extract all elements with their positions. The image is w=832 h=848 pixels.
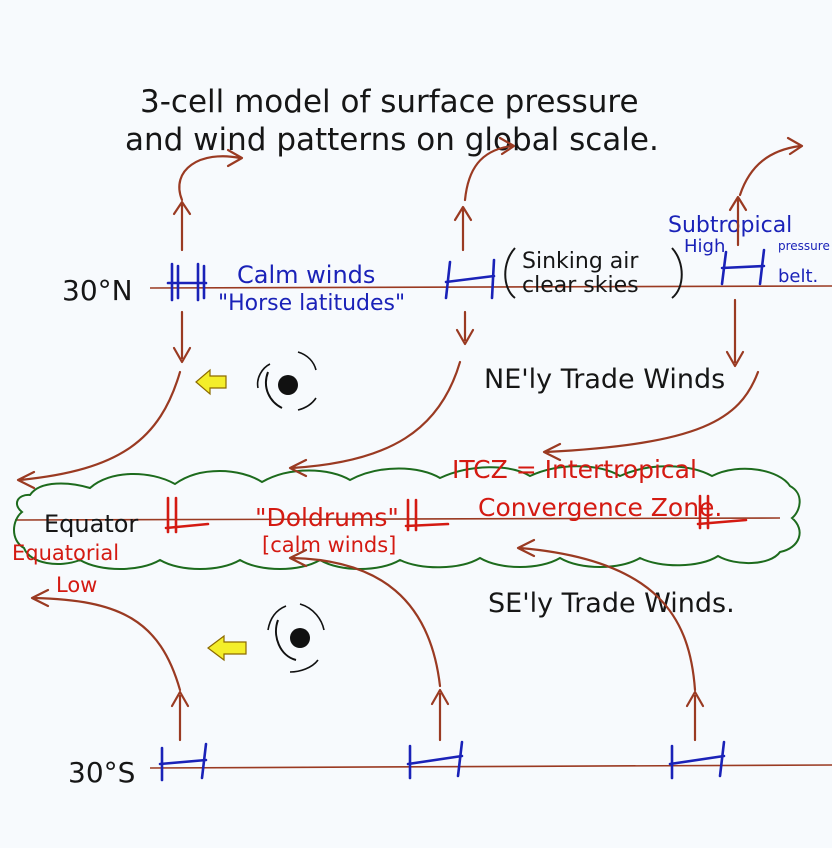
high-symbol-30s-a (158, 742, 208, 782)
se-trade-winds-label: SE'ly Trade Winds. (488, 588, 735, 619)
hurricane-icon-north (256, 351, 317, 411)
latitude-line-30s (149, 764, 832, 769)
high-symbol-30n-b (444, 258, 496, 300)
latitude-line-30n (149, 285, 832, 289)
yellow-arrow-south (207, 634, 247, 662)
horse-latitudes-label: "Horse latitudes" (218, 291, 405, 316)
itcz-cloud-band (13, 465, 801, 570)
low-symbol-equator-c (696, 494, 748, 530)
hurricane-icon-south (267, 603, 325, 673)
high-symbol-30n-c (720, 248, 766, 286)
high-label: High (684, 236, 725, 257)
label-30n: 30°N (62, 274, 133, 307)
latitude-line-equator (14, 517, 781, 521)
clear-skies-label: clear skies (522, 273, 639, 298)
low-label: Low (56, 573, 97, 597)
itcz-label: ITCZ = Intertropical (452, 455, 697, 484)
high-symbol-30n-a (166, 262, 208, 302)
calm-winds-label: Calm winds (237, 261, 375, 289)
ne-trade-winds-label: NE'ly Trade Winds (484, 364, 725, 395)
high-symbol-30s-b (406, 740, 464, 780)
subtropical-label: Subtropical (668, 213, 792, 238)
doldrums-label: "Doldrums" (255, 503, 399, 532)
circulation-arrows (16, 136, 804, 742)
pressure-label: pressure (778, 239, 830, 253)
yellow-arrow-north (195, 368, 227, 396)
high-symbol-30s-c (668, 740, 726, 780)
itcz-label-2: Convergence Zone. (478, 493, 722, 522)
paren-left (504, 247, 516, 299)
sinking-air-label: Sinking air (522, 249, 639, 274)
paren-right (671, 247, 683, 299)
title-line-1: 3-cell model of surface pressure (140, 84, 639, 120)
belt-label: belt. (778, 266, 818, 287)
equatorial-label: Equatorial (12, 541, 119, 565)
label-equator: Equator (44, 510, 138, 538)
calm-winds-equator-label: [calm winds] (262, 533, 396, 557)
label-30s: 30°S (68, 756, 135, 789)
title-line-2: and wind patterns on global scale. (125, 122, 659, 158)
low-symbol-equator-a (164, 496, 210, 534)
low-symbol-equator-b (404, 498, 450, 532)
